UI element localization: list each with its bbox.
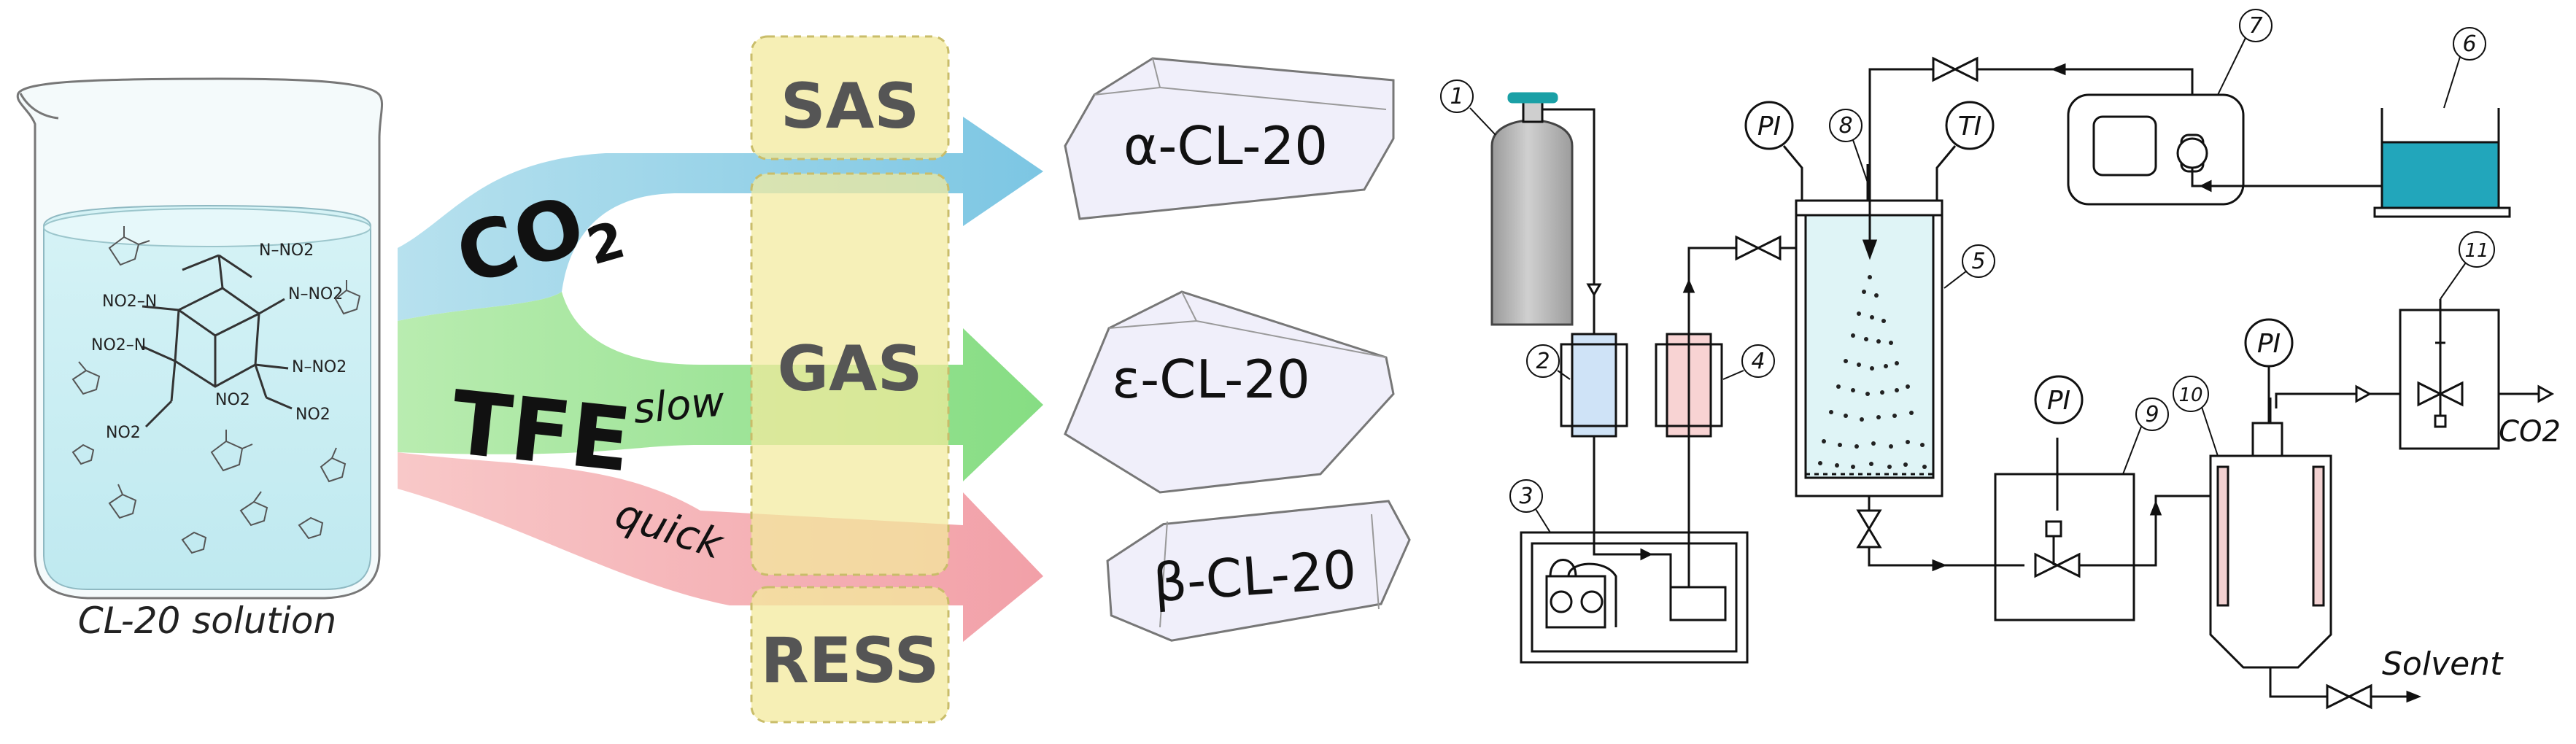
vent-valve	[2399, 299, 2500, 450]
small-molecules	[71, 226, 361, 554]
solvent-tank	[2373, 108, 2511, 218]
svg-text:10: 10	[2178, 384, 2202, 406]
callout-3: 3	[1509, 479, 1551, 533]
svg-text:5: 5	[1971, 249, 1985, 274]
callout-10: 10	[2173, 376, 2219, 457]
nitro-label: N–NO2	[259, 241, 314, 260]
method-label-ress: RESS	[761, 624, 940, 697]
method-label-sas: SAS	[781, 70, 919, 143]
svg-text:3: 3	[1519, 484, 1533, 509]
callout-5: 5	[1943, 244, 1995, 289]
nitro-label: NO2	[215, 391, 250, 409]
nitro-label: NO2	[295, 406, 330, 424]
nitro-label: NO2–N	[102, 292, 157, 311]
polymorph-epsilon: ε-CL-20	[1112, 349, 1310, 410]
svg-text:6: 6	[2462, 31, 2476, 57]
pump-unit	[1520, 531, 1749, 664]
crystal-beta: β-CL-20	[1106, 500, 1411, 642]
gauge-pi-vessel: PI	[1757, 112, 1781, 142]
outlet-solvent: Solvent	[2382, 646, 2504, 683]
svg-text:2: 2	[1536, 349, 1550, 374]
method-box-sas	[750, 35, 950, 160]
back-pressure-regulator	[1994, 473, 2135, 621]
svg-text:7: 7	[2248, 13, 2262, 39]
gauge-ti-vessel: TI	[1958, 112, 1982, 142]
svg-text:8: 8	[1838, 113, 1852, 139]
crystal-alpha: α-CL-20	[1064, 57, 1395, 220]
left-panel: N–NO2 N–NO2 NO2–N NO2–N N–NO2 NO2 NO2 NO…	[16, 35, 1411, 724]
svg-text:9: 9	[2145, 402, 2159, 427]
polymorph-alpha: α-CL-20	[1123, 115, 1328, 177]
nitro-label: N–NO2	[292, 358, 347, 376]
gauge-pi-bpr: PI	[2047, 386, 2070, 416]
callout-8: 8	[1829, 109, 1868, 183]
nitro-labels: N–NO2 N–NO2 NO2–N NO2–N N–NO2 NO2 NO2 NO…	[91, 241, 347, 442]
callout-4: 4	[1722, 344, 1775, 380]
crystal-epsilon: ε-CL-20	[1064, 290, 1395, 494]
rate-slow-label: slow	[632, 378, 727, 433]
callout-7: 7	[2217, 9, 2273, 96]
co2-arrow	[398, 117, 1043, 321]
callout-9: 9	[2122, 398, 2169, 475]
nitro-label: N–NO2	[288, 285, 343, 303]
nitro-label: NO2–N	[91, 336, 146, 354]
callout-1: 1	[1440, 80, 1496, 136]
callout-2: 2	[1526, 344, 1571, 380]
schematic	[1490, 56, 2555, 710]
nitro-label: NO2	[106, 424, 141, 442]
callout-11: 11	[2440, 231, 2495, 300]
gauge-labels: PI TI PI PI	[1757, 112, 2281, 416]
method-box-gas	[750, 172, 950, 576]
svg-text:11: 11	[2464, 240, 2488, 262]
callouts: 1 2 3 4 5 6 7	[1440, 9, 2495, 533]
method-boxes: SAS GAS RESS	[750, 35, 950, 724]
svg-text:4: 4	[1751, 349, 1765, 374]
svg-text:1: 1	[1450, 84, 1463, 109]
method-box-ress	[750, 586, 950, 724]
outlet-co2: CO2	[2499, 415, 2561, 449]
beaker	[16, 77, 384, 600]
gauge-pi-separator: PI	[2257, 329, 2281, 359]
method-label-gas: GAS	[777, 333, 922, 406]
hplc-pump	[2067, 93, 2245, 206]
beaker-caption: CL-20 solution	[78, 600, 336, 642]
callout-6: 6	[2443, 27, 2486, 109]
particles	[1818, 275, 1927, 469]
separator-vessel	[2209, 422, 2332, 669]
polymorph-beta: β-CL-20	[1151, 538, 1358, 613]
cl20-molecule	[142, 254, 293, 428]
tfe-label: TFE	[446, 373, 635, 492]
precipitation-vessel	[1795, 88, 1943, 497]
co2-cylinder	[1490, 92, 1602, 326]
cooler	[1560, 328, 1628, 438]
